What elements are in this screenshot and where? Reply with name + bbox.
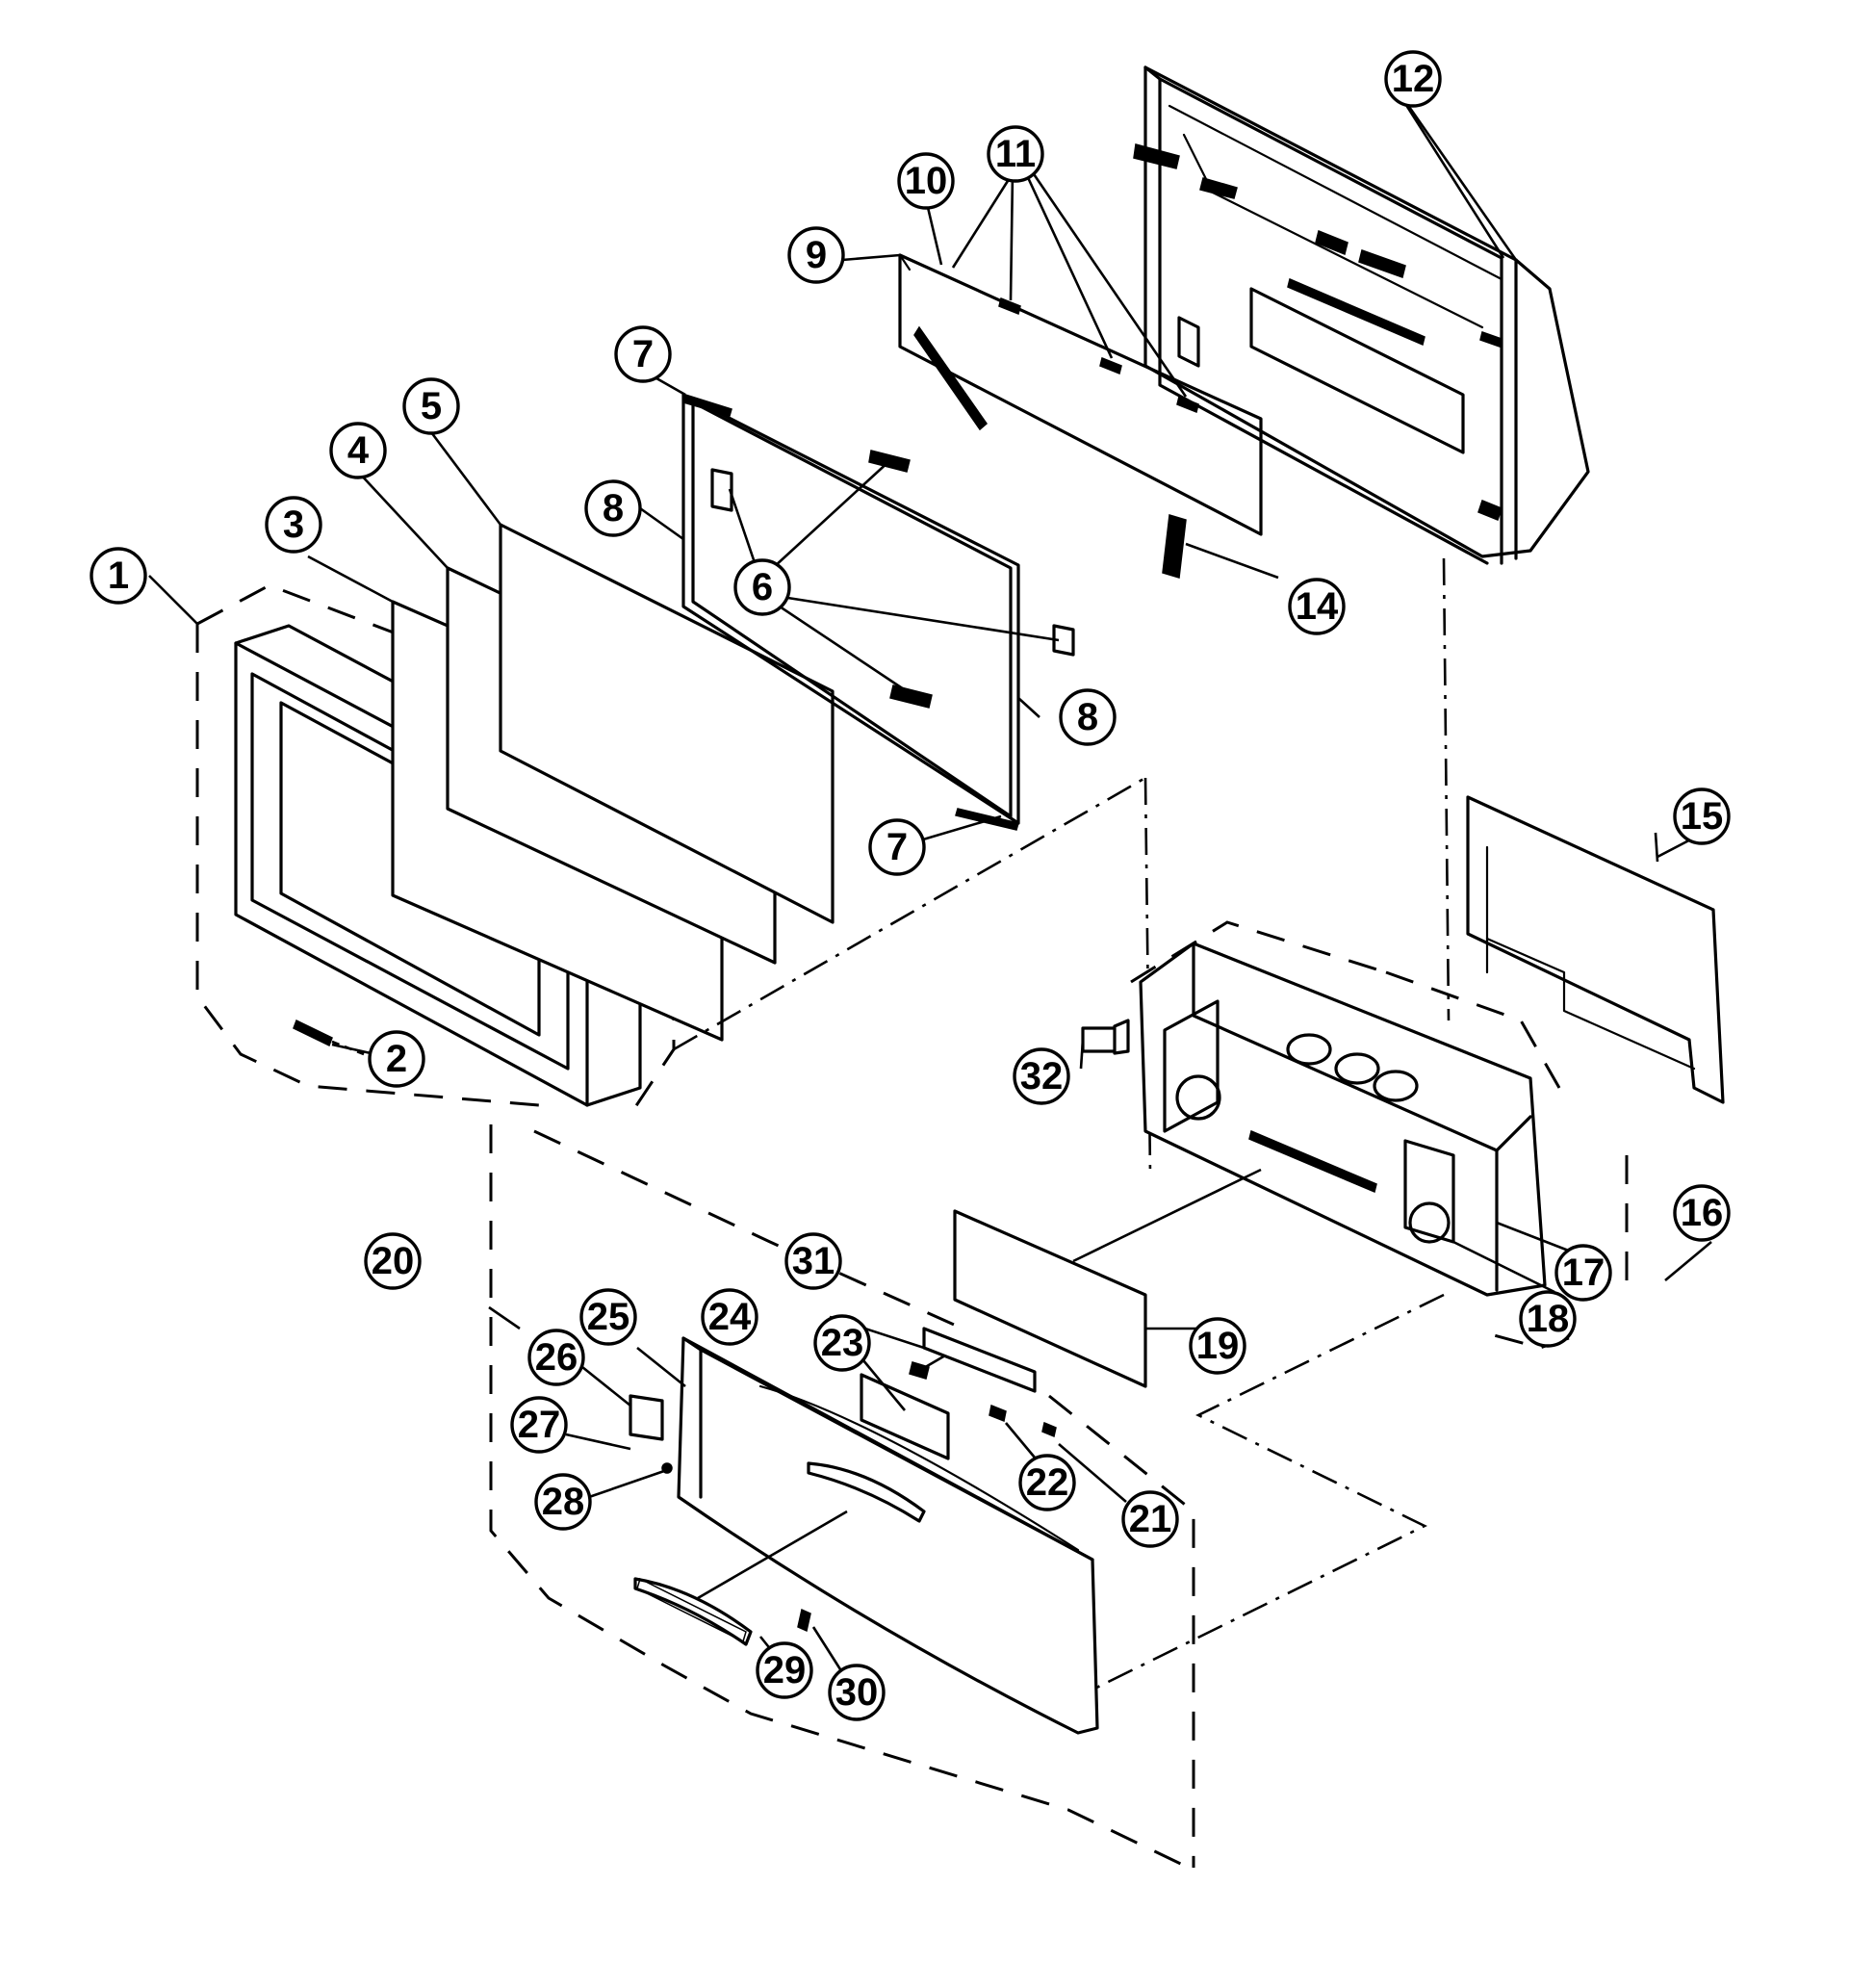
callout-4: 4 — [329, 422, 387, 479]
callout-30: 30 — [828, 1664, 886, 1721]
callout-25: 25 — [579, 1288, 637, 1346]
callout-10-label: 10 — [905, 160, 948, 202]
callout-28-label: 28 — [542, 1481, 585, 1523]
callout-22: 22 — [1018, 1454, 1076, 1511]
alignment-line-lower — [1082, 1293, 1445, 1696]
callout-15-label: 15 — [1681, 795, 1724, 838]
callout-23-label: 23 — [821, 1322, 864, 1364]
callout-29: 29 — [756, 1641, 813, 1699]
callout-25-label: 25 — [587, 1296, 630, 1338]
alignment-line-front — [673, 776, 1146, 1051]
front-panel-group-outline — [489, 1124, 1195, 1870]
screen-panel-5 — [499, 523, 835, 924]
callout-18-label: 18 — [1527, 1298, 1570, 1340]
callout-6-label: 6 — [752, 566, 773, 608]
callout-29-label: 29 — [763, 1649, 807, 1691]
callout-1: 1 — [90, 547, 147, 605]
callout-31: 31 — [784, 1232, 842, 1290]
chassis-part — [1081, 942, 1547, 1297]
callout-4-label: 4 — [347, 429, 370, 472]
front-panel-part — [629, 1327, 1099, 1735]
callout-8-left: 8 — [584, 479, 642, 537]
callout-6: 6 — [733, 558, 791, 616]
callout-19: 19 — [1189, 1317, 1246, 1375]
callout-9-label: 9 — [806, 234, 827, 276]
back-panel-part — [1466, 795, 1725, 1104]
callout-17-label: 17 — [1562, 1252, 1605, 1294]
callout-32: 32 — [1013, 1047, 1070, 1105]
callout-14-label: 14 — [1296, 585, 1339, 628]
callout-5-label: 5 — [421, 385, 442, 427]
callout-17: 17 — [1554, 1244, 1612, 1302]
callout-16: 16 — [1673, 1184, 1731, 1242]
callout-12-label: 12 — [1392, 58, 1435, 100]
callout-7-top: 7 — [614, 325, 672, 383]
callout-23: 23 — [813, 1314, 871, 1372]
callout-7-bottom-label: 7 — [886, 826, 908, 868]
small-board-part — [953, 1168, 1262, 1388]
callout-16-label: 16 — [1681, 1192, 1724, 1234]
callout-7-bottom: 7 — [868, 818, 926, 876]
callout-21: 21 — [1121, 1490, 1179, 1548]
callout-32-label: 32 — [1020, 1055, 1064, 1097]
callout-20-label: 20 — [372, 1240, 415, 1282]
rear-cabinet-part — [1133, 65, 1590, 565]
callout-24: 24 — [701, 1288, 758, 1346]
callout-31-label: 31 — [792, 1240, 835, 1282]
callout-21-label: 21 — [1129, 1498, 1172, 1540]
callout-8-left-label: 8 — [603, 487, 624, 529]
callout-22-label: 22 — [1026, 1461, 1069, 1504]
callout-1-label: 1 — [108, 555, 129, 597]
callout-11: 11 — [987, 125, 1044, 183]
alignment-line-top — [1143, 777, 1152, 1175]
callout-8-right: 8 — [1059, 688, 1117, 746]
callout-30-label: 30 — [835, 1671, 879, 1714]
callout-15: 15 — [1673, 787, 1731, 845]
callout-24-label: 24 — [708, 1296, 752, 1338]
callout-3: 3 — [265, 496, 322, 554]
callout-19-label: 19 — [1196, 1325, 1240, 1367]
alignment-line-rear — [1442, 557, 1451, 1021]
callout-8-right-label: 8 — [1077, 696, 1098, 738]
callout-20: 20 — [364, 1232, 422, 1290]
callout-27: 27 — [510, 1396, 568, 1454]
callout-27-label: 27 — [518, 1404, 561, 1446]
callout-26-label: 26 — [535, 1336, 578, 1379]
callout-2-label: 2 — [386, 1038, 407, 1080]
callout-10: 10 — [897, 152, 955, 210]
callout-26: 26 — [527, 1329, 585, 1386]
callout-2: 2 — [368, 1030, 425, 1088]
callout-28: 28 — [534, 1473, 592, 1531]
callout-9: 9 — [787, 226, 845, 284]
callout-11-label: 11 — [995, 133, 1036, 175]
rear-board-part — [898, 253, 1263, 579]
callout-3-label: 3 — [283, 503, 304, 546]
callout-14: 14 — [1288, 578, 1346, 635]
callout-18: 18 — [1519, 1290, 1577, 1348]
leader-lines — [148, 90, 1712, 1681]
callout-12: 12 — [1384, 50, 1442, 108]
callout-5: 5 — [402, 377, 460, 435]
callout-7-top-label: 7 — [632, 333, 654, 375]
